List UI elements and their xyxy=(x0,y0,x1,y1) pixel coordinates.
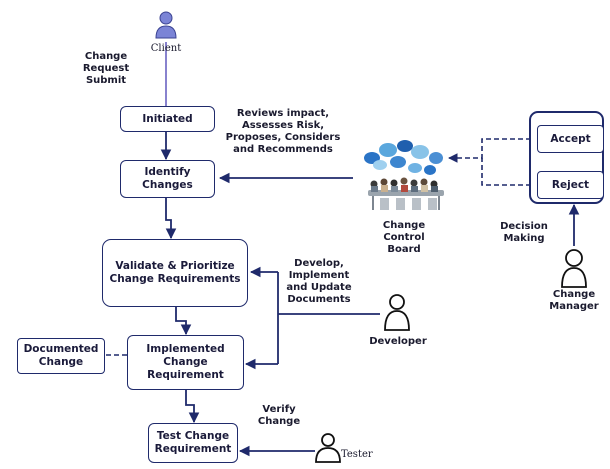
implemented-to-test xyxy=(185,389,200,424)
develop-label: Develop, Implement and Update Documents xyxy=(286,258,352,305)
accept-to-ccb xyxy=(448,138,531,163)
validate-to-implemented xyxy=(175,307,192,336)
change-control-board-label: Change Control Board xyxy=(382,220,426,255)
validate-prioritize-box: Validate & Prioritize Change Requirement… xyxy=(102,239,248,307)
accept-box: Accept xyxy=(537,125,604,153)
decision-making-label: Decision Making xyxy=(500,221,548,244)
reviews-label: Reviews impact, Assesses Risk, Proposes,… xyxy=(225,108,341,155)
change-request-label: Change Request Submit xyxy=(82,51,130,86)
tester-icon xyxy=(315,433,341,463)
client-icon xyxy=(155,11,177,39)
developer-icon xyxy=(384,294,410,331)
tester-label: Tester xyxy=(341,449,373,460)
verify-change-label: Verify Change xyxy=(257,404,301,427)
change-manager-icon xyxy=(561,249,587,288)
reject-box: Reject xyxy=(537,171,604,199)
identify-to-validate xyxy=(165,196,177,240)
documented-change-box: Documented Change xyxy=(17,338,105,374)
change-manager-label: Change Manager xyxy=(549,289,599,312)
test-change-box: Test Change Requirement xyxy=(148,423,238,463)
change-control-board-illustration xyxy=(364,140,444,210)
reject-to-ccb xyxy=(481,158,531,186)
initiated-box: Initiated xyxy=(120,106,215,132)
developer-label: Developer xyxy=(369,336,427,347)
client-label: Client xyxy=(150,43,182,54)
identify-changes-box: Identify Changes xyxy=(120,160,215,198)
implemented-change-box: Implemented Change Requirement xyxy=(127,335,244,390)
